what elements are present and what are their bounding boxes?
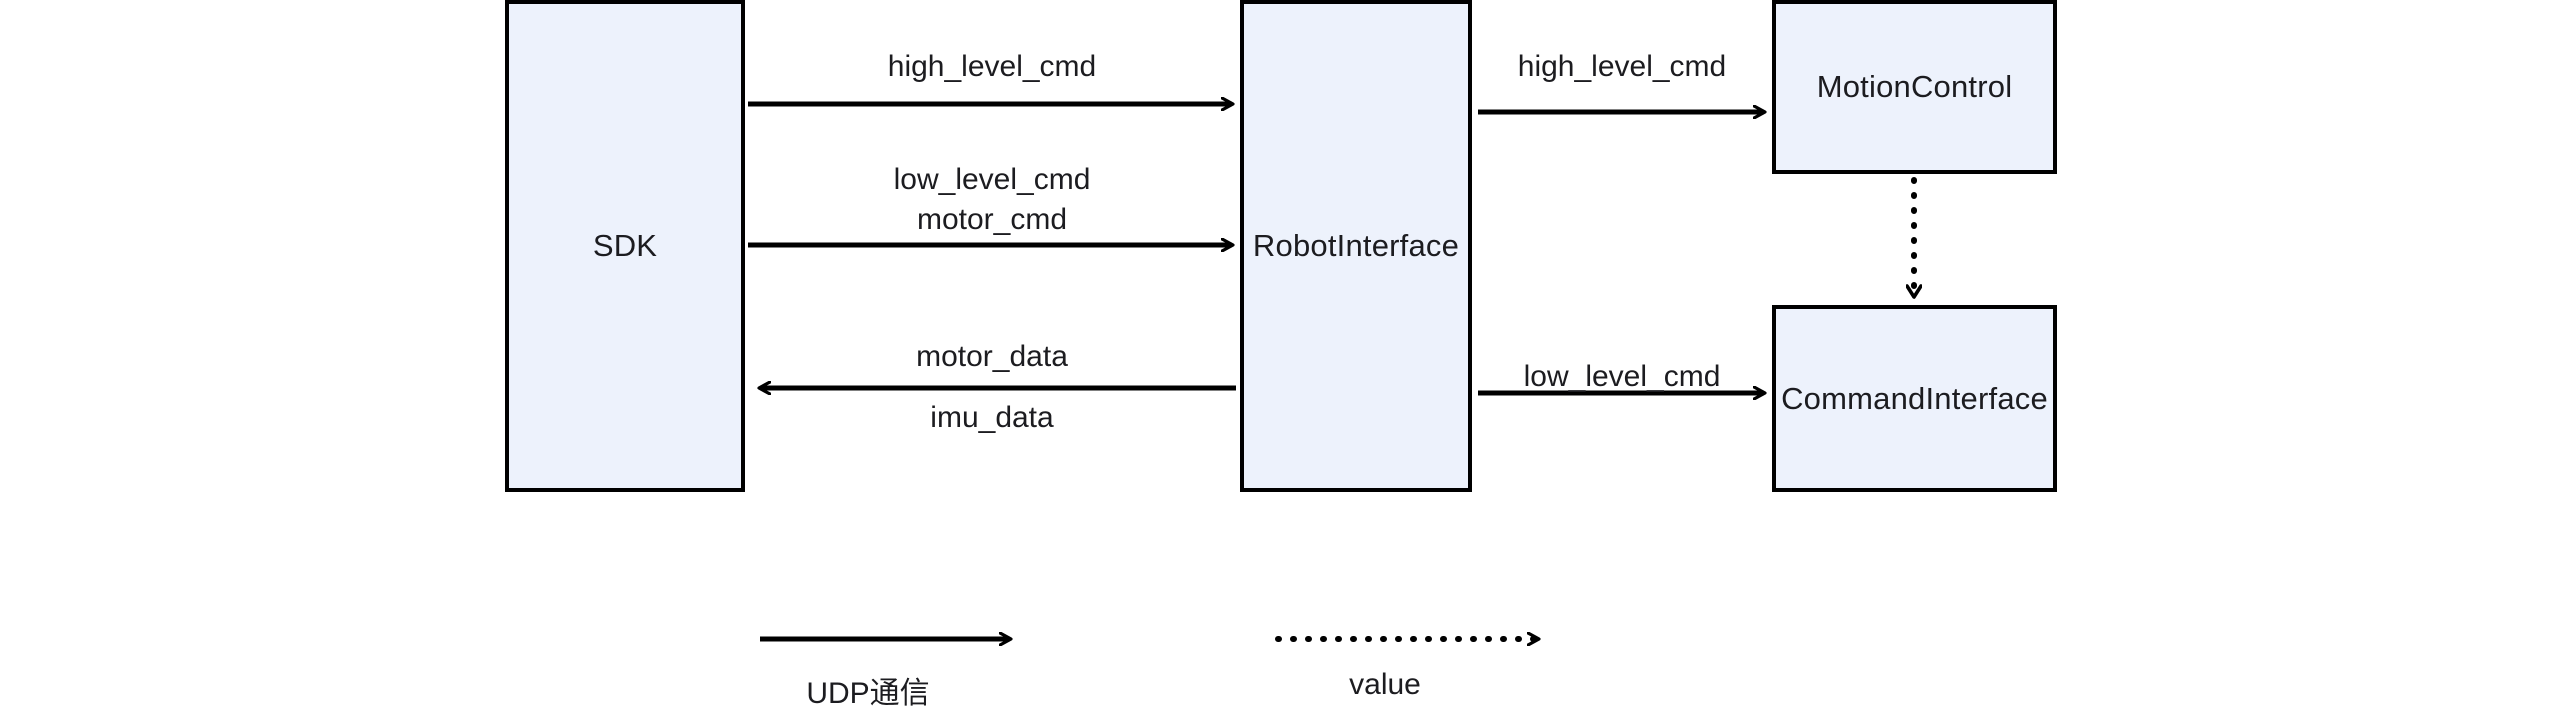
node-robot-interface[interactable]: RobotInterface [1240,0,1472,492]
node-sdk[interactable]: SDK [505,0,745,492]
legend-label-value: value [1349,668,1421,701]
node-command-interface-label: CommandInterface [1781,380,2048,416]
node-sdk-label: SDK [592,228,658,263]
node-motion-control-label: MotionControl [1816,69,2013,104]
edge-label-robot-motion-high-level-cmd: high_level_cmd [1517,50,1727,83]
node-robot-interface-label: RobotInterface [1252,228,1460,263]
edge-label-sdk-robot-high-level-cmd: high_level_cmd [887,50,1097,83]
edge-label-robot-sdk-motor-data: motor_data [916,340,1068,373]
node-command-interface[interactable]: CommandInterface [1772,305,2057,492]
edge-label-sdk-robot-motor-cmd: motor_cmd [916,203,1068,236]
edge-label-robot-command-low-level-cmd: low_level_cmd [1523,360,1721,393]
edge-label-robot-sdk-imu-data: imu_data [930,401,1054,434]
edge-label-sdk-robot-low-level-cmd: low_level_cmd [893,163,1091,196]
legend-label-udp: UDP通信 [806,677,930,710]
node-motion-control[interactable]: MotionControl [1772,0,2057,174]
